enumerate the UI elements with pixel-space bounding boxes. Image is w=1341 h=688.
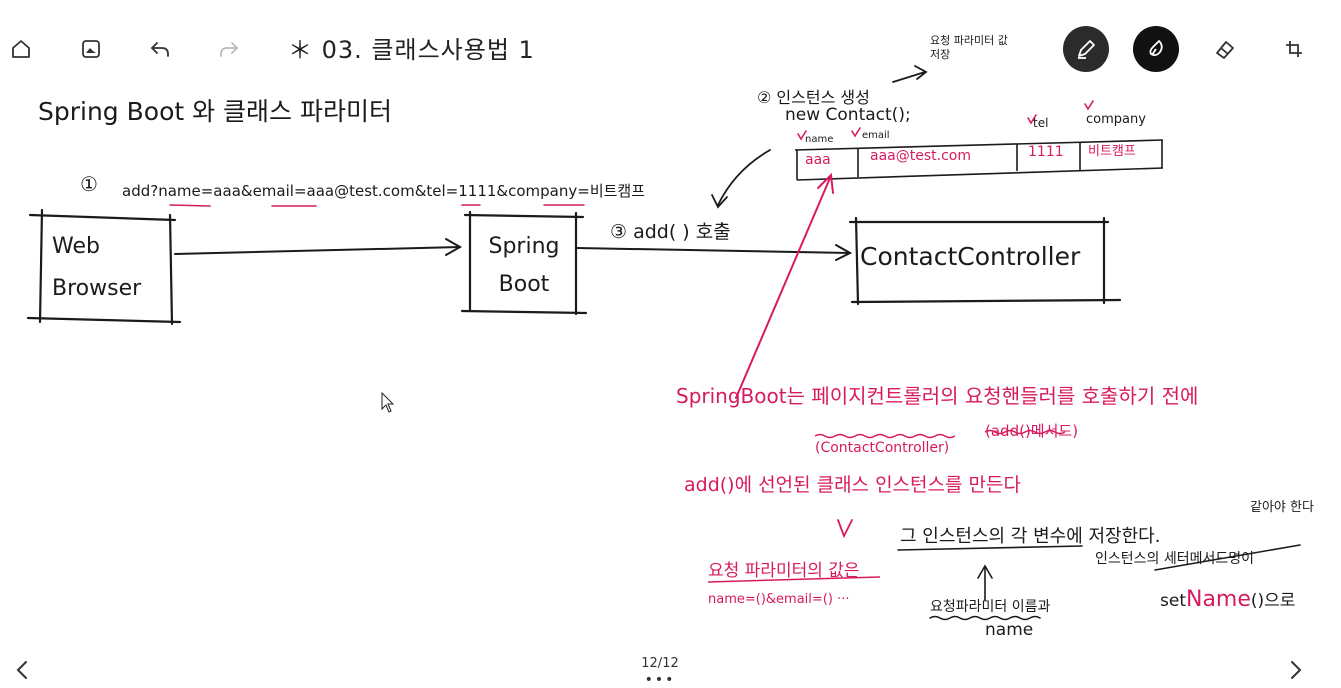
arrow-create-to-store: [892, 65, 928, 83]
spring-boot-box: [460, 210, 588, 316]
field-label-name: name: [805, 134, 834, 145]
field-label-company: company: [1086, 112, 1146, 127]
controller-label: ContactController: [860, 242, 1081, 271]
explain-line4a: 요청파라미터 이름과: [930, 599, 1051, 615]
explain-line1-sub1: (ContactController): [815, 440, 950, 456]
home-icon[interactable]: [8, 36, 34, 62]
table-checkmarks: [797, 100, 1094, 141]
explain-name: name: [985, 620, 1034, 640]
setter-prefix: set: [1160, 591, 1186, 611]
undo-icon[interactable]: [147, 36, 173, 62]
field-label-tel: tel: [1033, 116, 1049, 130]
chevron-right-icon: [1291, 661, 1302, 679]
web-browser-label: Web Browser: [52, 234, 142, 301]
arrow-web-to-spring: [174, 238, 463, 256]
example-params: name=()&email=() ···: [708, 592, 850, 607]
request-url: add?name=aaa&email=aaa@test.com&tel=1111…: [122, 182, 646, 200]
explain-line3b: 그 인스턴스의 각 변수에 저장한다.: [900, 526, 1161, 547]
chevron-left-icon: [16, 661, 27, 679]
setter-suffix: ()으로: [1250, 591, 1296, 611]
step2-label: ② 인스턴스 생성: [757, 88, 870, 107]
step3-label: ③ add( ) 호출: [610, 221, 731, 243]
pink-underlines: [707, 429, 1066, 583]
next-page-button[interactable]: [1284, 656, 1308, 684]
spring-boot-label: Spring Boot: [488, 234, 560, 297]
explain-line1: SpringBoot는 페이지컨트롤러의 요청핸들러를 호출하기 전에: [676, 384, 1199, 408]
prev-page-button[interactable]: [10, 656, 34, 684]
explain-line3c: 같아야 한다: [1250, 500, 1314, 515]
page-indicator: 12/12: [641, 656, 679, 671]
step2-result: 요청 파라미터 값 저장: [930, 34, 1008, 61]
pen-icon[interactable]: [1063, 26, 1109, 72]
web-browser-box: [26, 208, 182, 326]
field-label-email: email: [862, 130, 890, 141]
redo-icon[interactable]: [216, 36, 242, 62]
setter-name: Name: [1185, 587, 1251, 612]
note-heading: Spring Boot 와 클래스 파라미터: [38, 97, 393, 126]
instance-table: [794, 139, 1164, 181]
field-value-email: aaa@test.com: [870, 148, 971, 164]
black-underlines: [897, 544, 1301, 621]
pink-arrow-up: [735, 172, 834, 399]
more-options-icon[interactable]: •••: [644, 672, 676, 688]
explain-line3a: 요청 파라미터의 값은: [708, 561, 860, 581]
field-value-name: aaa: [805, 152, 831, 168]
arrow-spring-to-controller: [576, 244, 853, 261]
new-contact: new Contact();: [785, 105, 911, 125]
arrow-instance-to-add: [711, 149, 771, 209]
mouse-cursor-icon: [381, 392, 395, 413]
toolbar: ＊ 03. 클래스사용법 1: [0, 0, 1341, 100]
controller-box: [848, 216, 1122, 306]
eraser-icon[interactable]: [1211, 36, 1239, 62]
explain-line4b: 인스턴스의 세터메서드명이: [1095, 551, 1255, 567]
step1-number: ①: [80, 172, 98, 196]
ink-icon[interactable]: [1133, 26, 1179, 72]
pink-arrow-down: [837, 519, 853, 539]
page-title: ＊ 03. 클래스사용법 1: [288, 36, 535, 64]
field-value-company: 비트캠프: [1088, 144, 1136, 159]
explain-line4c: setName()으로: [1160, 586, 1295, 612]
explain-line1-sub2: (add()메서드): [985, 422, 1079, 440]
image-icon[interactable]: [78, 36, 104, 62]
url-underlines: [169, 204, 585, 207]
field-value-tel: 1111: [1028, 144, 1064, 160]
explain-line2: add()에 선언된 클래스 인스턴스를 만든다: [684, 474, 1021, 496]
crop-icon[interactable]: [1281, 36, 1307, 62]
